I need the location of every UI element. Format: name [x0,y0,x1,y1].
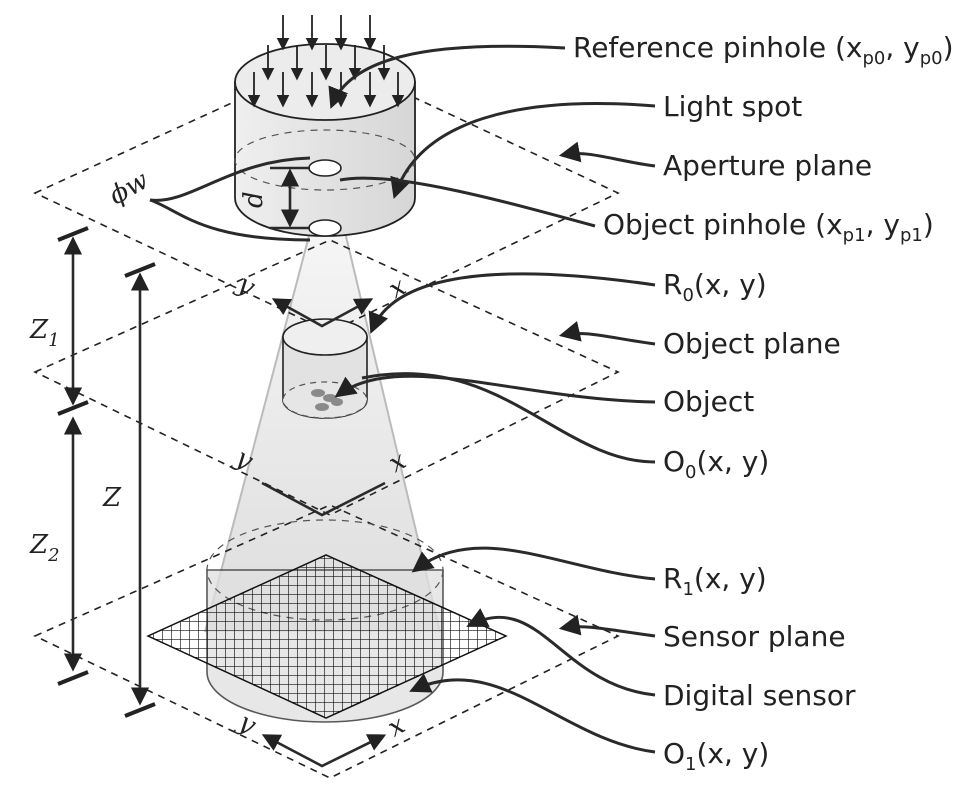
leader-lines [149,44,656,754]
sensor-plane-label: Sensor plane [663,620,846,653]
aperture-plane [33,57,620,333]
reference-pinhole-label: Reference pinhole (xp0, yp0) [573,31,954,69]
sensor-axes [261,734,387,768]
d-label: d [239,191,269,208]
phi-w-label: ϕw [104,165,154,211]
object-lower-axes [261,481,386,517]
object-plane-axes [271,298,374,328]
o0-label: O0(x, y) [663,445,769,483]
digital-sensor-grid [146,554,508,719]
object-pinhole [308,219,342,237]
object-cylinder [282,318,368,419]
digital-sensor-label: Digital sensor [663,679,856,712]
z1-label: Z1 [29,315,60,351]
object-label: Object [663,385,754,418]
object-plane-label: Object plane [663,327,841,360]
o1-label: O1(x, y) [663,737,769,775]
sensor-y-label: y [232,707,261,741]
sensor-plane-outline [33,504,620,779]
reference-pinhole [308,159,342,177]
object-particles [311,389,343,411]
z-label: Z [102,483,122,513]
sensor-x-label: x [383,710,411,743]
z-dimension-markers [57,226,156,718]
r1-label: R1(x, y) [663,562,767,600]
r0-label: R0(x, y) [663,268,767,306]
object-plane [33,239,620,516]
light-spot-label: Light spot [663,90,802,123]
object-pinhole-label: Object pinhole (xp1, yp1) [603,208,934,246]
z2-label: Z2 [29,530,60,566]
pinhole-spacing-marker [270,166,310,230]
aperture-plane-label: Aperture plane [663,149,872,182]
